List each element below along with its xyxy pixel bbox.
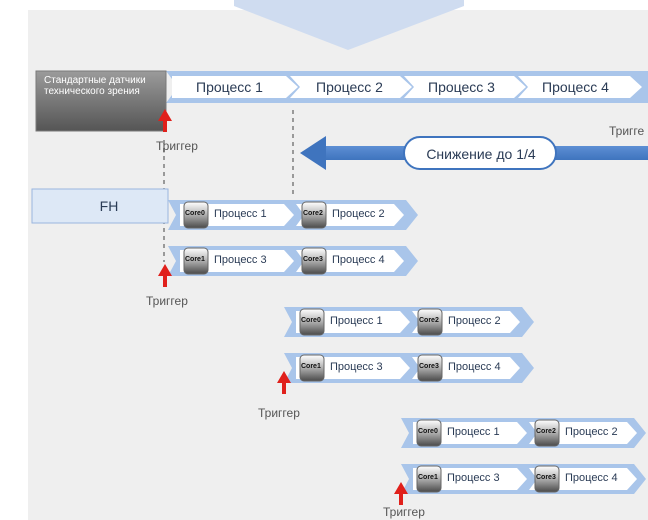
top-process-label-1: Процесс 1 (196, 79, 263, 95)
core-chip-icon-a-g1-r1 (183, 201, 209, 229)
core-process-label-b-g3-r1: Процесс 2 (565, 426, 618, 438)
reduction-pill (403, 136, 557, 170)
trigger-label-top: Триггер (156, 139, 198, 153)
standard-sensor-box (35, 70, 167, 132)
top-process-cell-3 (404, 76, 526, 98)
standard-sensor-label: Стандартные датчики технического зрения (44, 75, 146, 97)
fh-label: FH (99, 198, 119, 214)
core-chip-icon-a-g2-r2 (299, 354, 325, 382)
core-groups (168, 200, 646, 494)
core-chip-icon-b-g3-r2 (534, 465, 560, 493)
core-process-label-b-g1-r2: Процесс 4 (332, 254, 385, 266)
core-chip-icon-b-g2-r2 (417, 354, 443, 382)
reduction-label: Снижение до 1/4 (426, 146, 536, 162)
header-down-arrow (234, 0, 464, 50)
core-chip-label-b-g1-r2: Core3 (303, 256, 323, 263)
core-chip-label-a-g1-r1: Core0 (185, 210, 205, 217)
trigger-label-g3: Триггер (383, 505, 425, 519)
core-chip-label-b-g2-r1: Core2 (419, 317, 439, 324)
trigger-arrow-g1 (158, 264, 172, 287)
top-process-cell-4 (518, 76, 642, 98)
top-process-bar (166, 71, 648, 103)
core-chip-icon-a-g3-r1 (416, 419, 442, 447)
core-process-label-a-g2-r2: Процесс 3 (330, 361, 383, 373)
core-process-label-a-g3-r1: Процесс 1 (447, 426, 500, 438)
core-process-label-b-g1-r1: Процесс 2 (332, 208, 385, 220)
core-chip-label-b-g3-r1: Core2 (536, 428, 556, 435)
top-process-label-2: Процесс 2 (316, 79, 383, 95)
trigger-arrow-top (158, 109, 172, 132)
core-process-label-a-g2-r1: Процесс 1 (330, 315, 383, 327)
core-chip-label-a-g3-r1: Core0 (418, 428, 438, 435)
core-chip-icon-b-g1-r1 (301, 201, 327, 229)
trigger-label-cut: Тригге (609, 124, 645, 138)
trigger-label-g2: Триггер (258, 406, 300, 420)
reduction-arrow (300, 136, 648, 170)
core-chip-label-b-g2-r2: Core3 (419, 363, 439, 370)
top-process-label-3: Процесс 3 (428, 79, 495, 95)
trigger-arrow-g2 (277, 371, 291, 394)
core-process-label-a-g1-r2: Процесс 3 (214, 254, 267, 266)
core-chip-label-a-g1-r2: Core1 (185, 256, 205, 263)
core-chip-icon-a-g2-r1 (299, 308, 325, 336)
core-chip-icon-b-g1-r2 (301, 247, 327, 275)
trigger-arrow-g3 (394, 482, 408, 505)
core-process-label-b-g2-r1: Процесс 2 (448, 315, 501, 327)
core-process-label-b-g3-r2: Процесс 4 (565, 472, 618, 484)
top-process-label-4: Процесс 4 (542, 79, 609, 95)
core-chip-label-b-g3-r2: Core3 (536, 474, 556, 481)
core-chip-icon-b-g2-r1 (417, 308, 443, 336)
core-process-label-a-g1-r1: Процесс 1 (214, 208, 267, 220)
core-process-label-a-g3-r2: Процесс 3 (447, 472, 500, 484)
core-chip-label-a-g3-r2: Core1 (418, 474, 438, 481)
core-chip-label-a-g2-r2: Core1 (301, 363, 321, 370)
core-chip-icon-a-g3-r2 (416, 465, 442, 493)
top-process-cell-1 (172, 76, 298, 98)
core-chip-label-a-g2-r1: Core0 (301, 317, 321, 324)
trigger-label-g1: Триггер (146, 294, 188, 308)
core-chip-label-b-g1-r1: Core2 (303, 210, 323, 217)
core-process-label-b-g2-r2: Процесс 4 (448, 361, 501, 373)
core-chip-icon-a-g1-r2 (183, 247, 209, 275)
fh-box (31, 188, 169, 224)
top-process-cell-2 (290, 76, 412, 98)
core-chip-icon-b-g3-r1 (534, 419, 560, 447)
